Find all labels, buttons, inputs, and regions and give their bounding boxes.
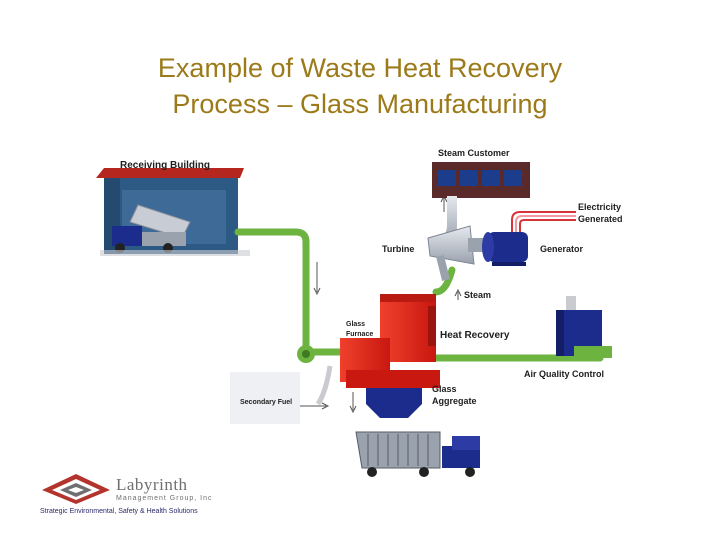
label-turbine: Turbine bbox=[382, 244, 414, 254]
electricity-lines bbox=[511, 211, 576, 238]
label-secondary-fuel: Secondary Fuel bbox=[240, 399, 292, 406]
receiving-building bbox=[96, 168, 250, 256]
glass-furnace bbox=[340, 294, 440, 388]
label-glass-furnace-line2: Furnace bbox=[346, 331, 373, 338]
dump-truck bbox=[355, 431, 480, 477]
label-generator: Generator bbox=[540, 244, 584, 254]
steam-customer-building bbox=[432, 162, 530, 198]
label-steam-customer: Steam Customer bbox=[438, 148, 510, 158]
title-line-2: Process – Glass Manufacturing bbox=[172, 89, 548, 119]
label-electricity-line1: Electricity bbox=[578, 202, 621, 212]
label-electricity-line2: Generated bbox=[578, 214, 623, 224]
label-receiving-building: Receiving Building bbox=[120, 160, 210, 171]
glass-aggregate-hopper bbox=[366, 388, 422, 418]
flow-arrows bbox=[300, 194, 462, 414]
slide-title: Example of Waste Heat Recovery Process –… bbox=[40, 50, 680, 122]
label-glass-aggregate-line2: Aggregate bbox=[432, 396, 477, 406]
generator bbox=[482, 232, 528, 266]
secondary-fuel-panel bbox=[230, 372, 300, 424]
logo-tagline: Strategic Environmental, Safety & Health… bbox=[40, 508, 198, 515]
label-glass-furnace-line1: Glass bbox=[346, 321, 365, 328]
label-glass-aggregate-line1: Glass bbox=[432, 384, 457, 394]
title-line-1: Example of Waste Heat Recovery bbox=[157, 53, 563, 83]
air-quality-control-unit bbox=[556, 296, 612, 358]
labyrinth-logo: Labyrinth Management Group, Inc Strategi… bbox=[38, 470, 238, 520]
logo-name: Labyrinth bbox=[116, 475, 188, 494]
label-air-quality-control: Air Quality Control bbox=[524, 369, 604, 379]
secondary-fuel-pipe bbox=[315, 365, 333, 406]
label-steam: Steam bbox=[464, 290, 491, 300]
turbine bbox=[427, 225, 488, 281]
labyrinth-emblem-icon bbox=[42, 474, 110, 504]
label-heat-recovery: Heat Recovery bbox=[440, 330, 510, 341]
logo-subtitle: Management Group, Inc bbox=[116, 495, 213, 502]
